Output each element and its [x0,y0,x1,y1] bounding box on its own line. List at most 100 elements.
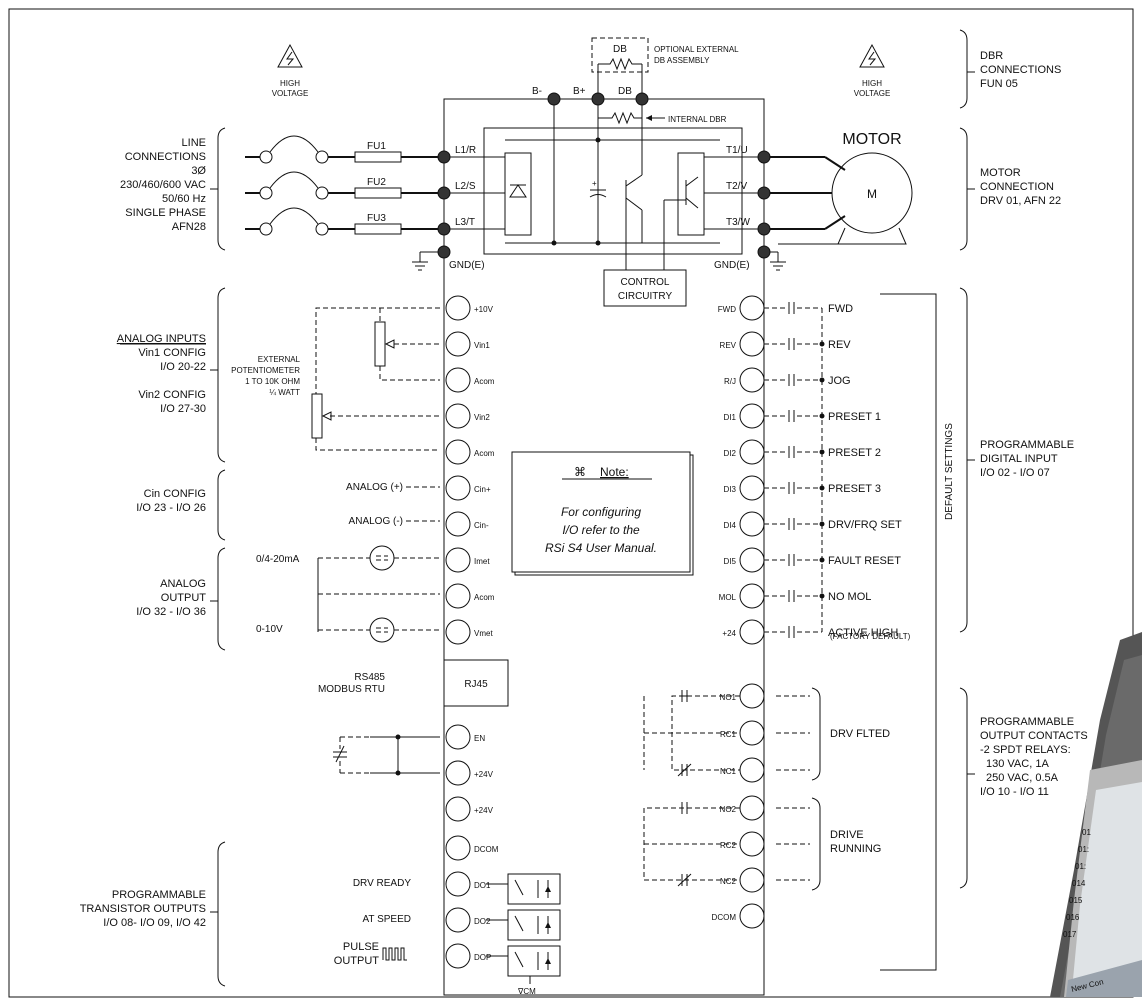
t2-label: T2/V [726,181,747,192]
control-label-1: CONTROL [621,277,670,288]
terminal-label-cin-5: Cin+ [474,485,491,494]
analog-output-wiring [317,545,440,643]
terminal-acom-2[interactable] [445,367,471,393]
svg-text:PROGRAMMABLE: PROGRAMMABLE [980,439,1074,451]
svg-text:POTENTIOMETER: POTENTIOMETER [231,366,300,375]
terminal-24v-l2[interactable] [445,796,471,822]
terminal-do1-l4[interactable] [445,871,471,897]
relay-terminal-dcom[interactable] [739,903,765,929]
svg-text:230/460/600 VAC: 230/460/600 VAC [120,179,206,191]
svg-text:ANALOG INPUTS: ANALOG INPUTS [117,333,206,345]
terminal-acom-4[interactable] [445,439,471,465]
terminal-en-l0[interactable] [445,724,471,750]
outer-frame [8,8,1134,998]
svg-text:OUTPUT CONTACTS: OUTPUT CONTACTS [980,730,1088,742]
bminus-terminal [547,92,561,106]
relay-label-no2: NO2 [720,805,737,814]
terminal-di2[interactable] [739,439,765,465]
terminal-mol[interactable] [739,583,765,609]
svg-text:3Ø: 3Ø [191,165,206,177]
motor: MOTOR M [831,131,913,245]
terminal-imet-7[interactable] [445,547,471,573]
terminal-vin2-3[interactable] [445,403,471,429]
drive-running-label-1: DRIVE [830,829,864,841]
function-fwd: FWD [828,303,853,315]
rs485-label: RS485 [354,672,385,683]
db-assembly-line1: OPTIONAL EXTERNAL [654,45,739,54]
terminal-label-10v-0: +10V [474,305,494,314]
transistor-output-blocks: ∇CM [486,873,561,996]
terminal-di1[interactable] [739,403,765,429]
svg-text:01:: 01: [1075,862,1086,871]
svg-text:130 VAC, 1A: 130 VAC, 1A [986,758,1049,770]
terminal-vmet-9[interactable] [445,619,471,645]
analog-plus-label: ANALOG (+) [346,482,403,493]
terminal-label-r-j: R/J [724,377,736,386]
terminal-cin-5[interactable] [445,475,471,501]
terminal-label-di4: DI4 [724,521,737,530]
svg-text:Vin2 CONFIG: Vin2 CONFIG [138,389,206,401]
digital-input-label: PROGRAMMABLE DIGITAL INPUT I/O 02 - I/O … [959,287,1074,633]
svg-text:I/O 27-30: I/O 27-30 [160,403,206,415]
function-preset-3: PRESET 3 [828,483,881,495]
svg-text:I/O 10 - I/O 11: I/O 10 - I/O 11 [980,786,1049,798]
note-line-3: RSi S4 User Manual. [545,541,657,555]
fu1-label: FU1 [367,141,386,152]
hv-left-line1: HIGH [280,79,300,88]
optional-db-assembly: DB OPTIONAL EXTERNAL DB ASSEMBLY [591,37,739,99]
terminal-label-acom-8: Acom [474,593,495,602]
relay-terminal-nc1[interactable] [739,757,765,783]
terminal-10v-0[interactable] [445,295,471,321]
svg-text:TRANSISTOR OUTPUTS: TRANSISTOR OUTPUTS [80,903,206,915]
input-power: L1/R L2/S L3/T GND(E) FU1 FU2 FU3 [245,135,505,271]
motor-title: MOTOR [842,131,901,148]
terminal-dcom-l3[interactable] [445,835,471,861]
svg-text:250 VAC, 0.5A: 250 VAC, 0.5A [986,772,1059,784]
control-label-2: CIRCUITRY [618,291,673,302]
transistor-outputs-label: PROGRAMMABLE TRANSISTOR OUTPUTS I/O 08- … [80,841,226,987]
svg-text:CONNECTION: CONNECTION [980,181,1054,193]
terminal-vin1-1[interactable] [445,331,471,357]
terminal-cin-6[interactable] [445,511,471,537]
terminal-rev[interactable] [739,331,765,357]
terminal-label-imet-7: Imet [474,557,490,566]
terminal-do2-l5[interactable] [445,907,471,933]
terminal-24v-l1[interactable] [445,760,471,786]
dbr-connections-label: DBR CONNECTIONS FUN 05 [959,29,1061,109]
terminal-di5[interactable] [739,547,765,573]
motor-symbol: M [867,187,877,201]
relay-terminal-no2[interactable] [739,795,765,821]
keypad-photo: 01 01: 01: 014 015 016 017 New Con [1050,632,1142,997]
relay-terminal-rc2[interactable] [739,831,765,857]
bminus-label: B- [532,86,542,97]
db-label: DB [618,86,632,97]
output-power: T1/U T2/V T3/W GND(E) [704,145,860,271]
relay-label-nc2: NC2 [720,877,737,886]
terminal-di4[interactable] [739,511,765,537]
relay-terminal-nc2[interactable] [739,867,765,893]
bplus-terminal [591,92,605,106]
terminal-label-di5: DI5 [724,557,737,566]
terminal-dop-l6[interactable] [445,943,471,969]
terminal-acom-8[interactable] [445,583,471,609]
terminal-di3[interactable] [739,475,765,501]
svg-text:+: + [592,179,597,188]
terminal-24[interactable] [739,619,765,645]
relay-terminal-rc1[interactable] [739,720,765,746]
internal-dbr-label: INTERNAL DBR [668,115,727,124]
terminal-r-j[interactable] [739,367,765,393]
terminal-label-en-l0: EN [474,734,485,743]
terminal-label-24v-l2: +24V [474,806,494,815]
hv-right-line2: VOLTAGE [854,89,891,98]
relay-terminal-no1[interactable] [739,683,765,709]
hv-right-line1: HIGH [862,79,882,88]
relay-label-dcom: DCOM [712,913,737,922]
terminal-fwd[interactable] [739,295,765,321]
relay-label-nc1: NC1 [720,767,737,776]
fu2-label: FU2 [367,177,386,188]
terminal-label-di1: DI1 [724,413,737,422]
note-title: Note: [600,465,629,479]
terminal-label-cin-6: Cin- [474,521,489,530]
